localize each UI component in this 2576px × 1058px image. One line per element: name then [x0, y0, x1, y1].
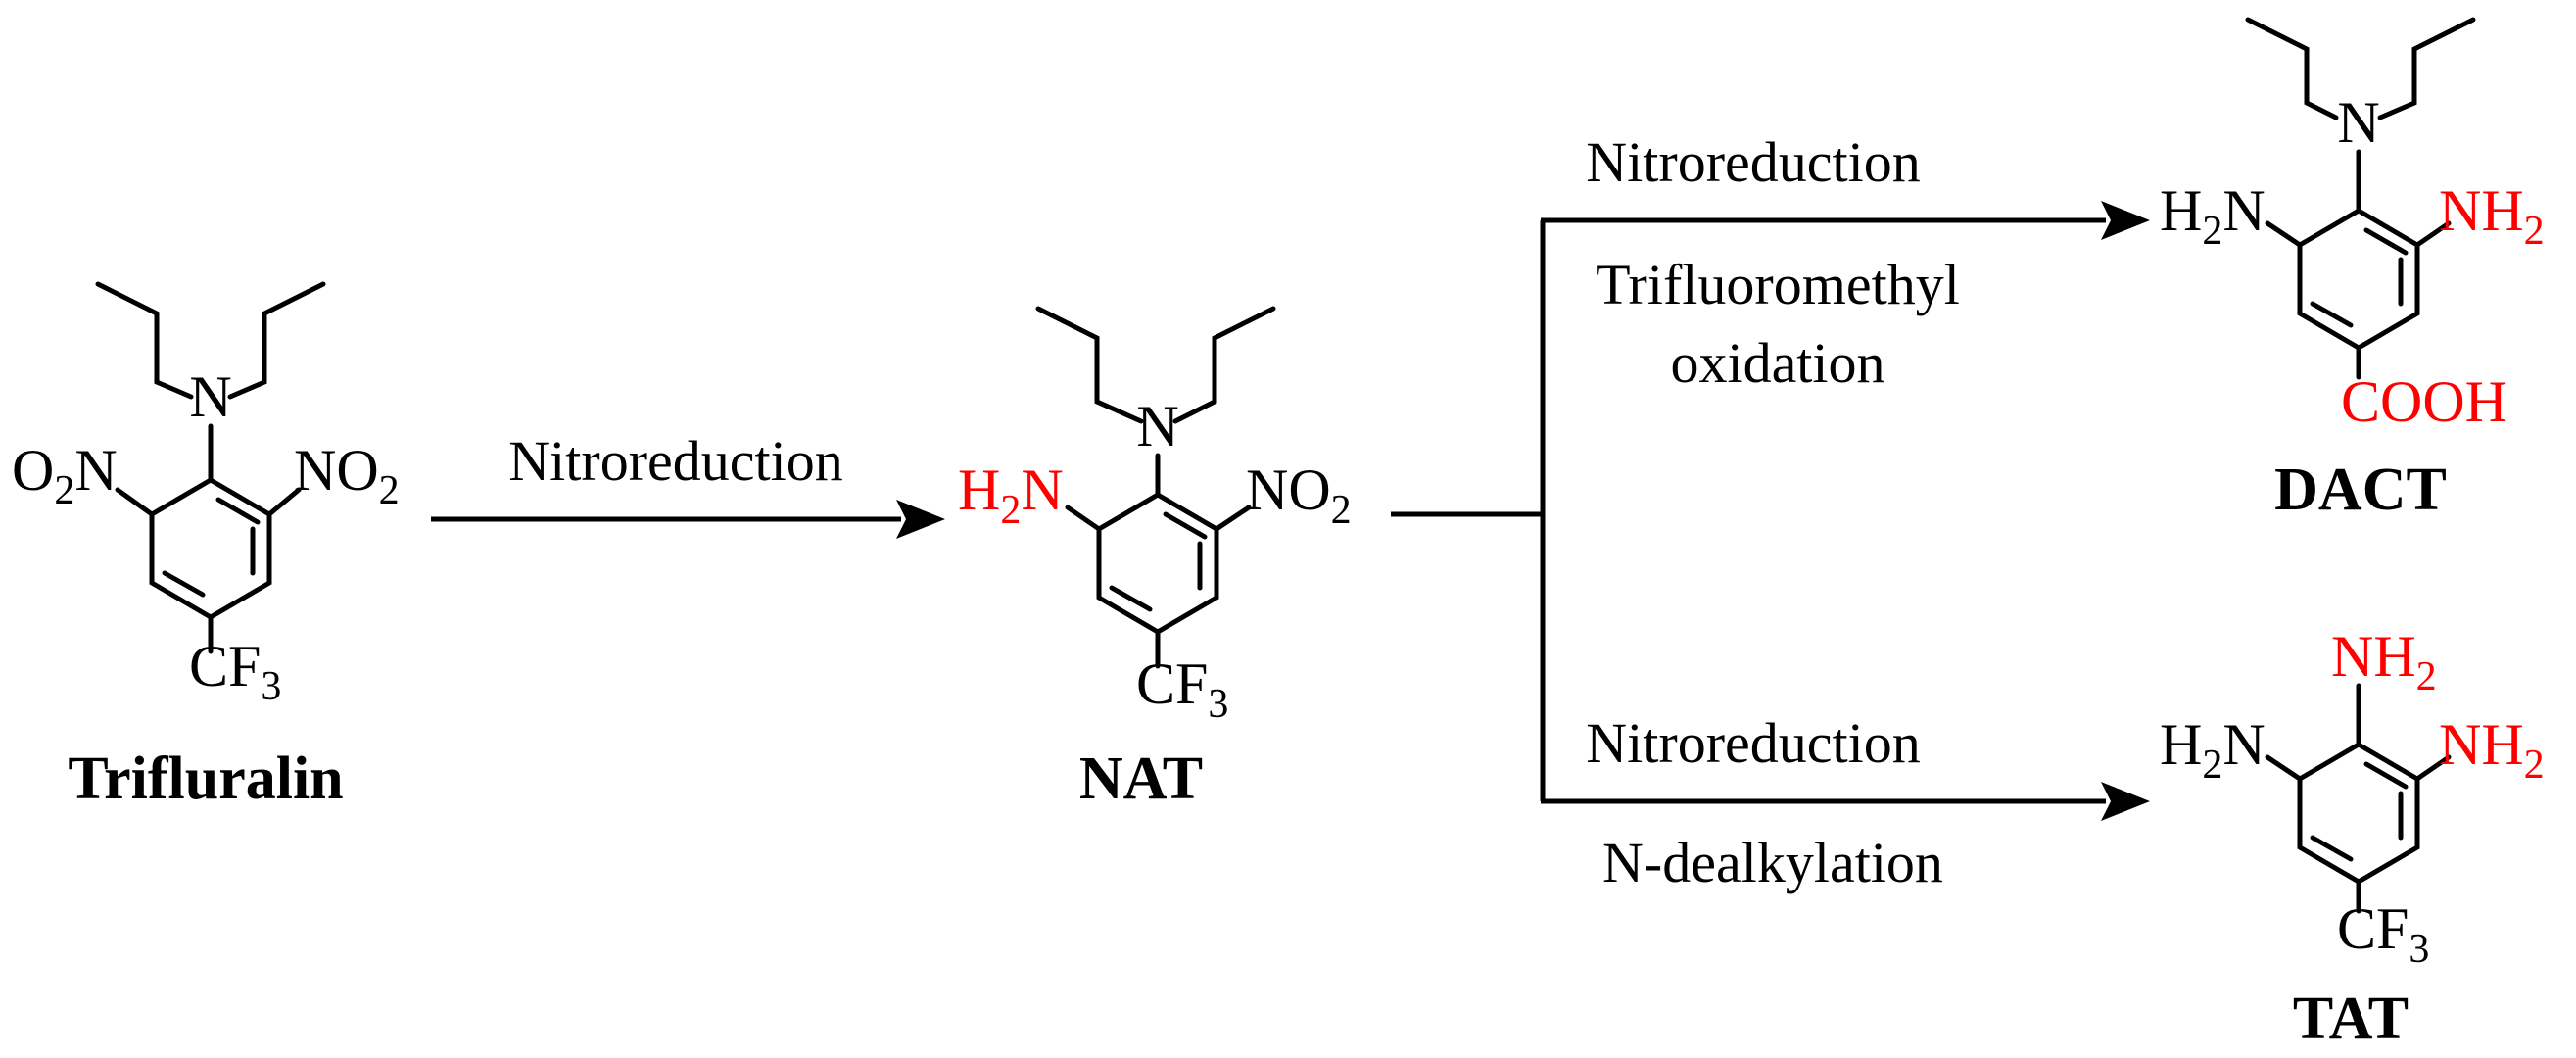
- nat-amine-n: N: [1136, 394, 1178, 458]
- molecule-nat: N H2N NO2 CF3 NAT: [958, 306, 1352, 812]
- trifluralin-bottom-group: CF3: [189, 634, 281, 709]
- step1-label: Nitroreduction: [508, 429, 842, 493]
- nat-right-group: NO2: [1246, 457, 1352, 533]
- dact-left-sub-bond: [2265, 220, 2303, 248]
- nat-right-sub-bond: [1214, 505, 1252, 532]
- arrow-step1-head: [896, 500, 945, 539]
- trifluralin-ring-double-bond: [162, 570, 206, 598]
- tat-ring-double-bond: [2310, 835, 2354, 862]
- nat-ring-double-bond: [1163, 511, 1208, 540]
- tat-top-group: NH2: [2331, 624, 2437, 699]
- arrow-upper-head: [2101, 201, 2150, 240]
- upper-label-1: Nitroreduction: [1586, 130, 1920, 194]
- dact-right-sub-bond: [2414, 220, 2452, 248]
- tat-bottom-group: CF3: [2337, 896, 2429, 972]
- dact-ring-double-bond: [2310, 301, 2354, 328]
- trifluralin-amine-n: N: [189, 364, 231, 429]
- dact-right-group: NH2: [2439, 178, 2545, 254]
- tat-name: TAT: [2293, 986, 2409, 1052]
- tat-right-sub-bond: [2414, 754, 2452, 782]
- trifluralin-right-sub-bond: [266, 487, 302, 517]
- dact-amine-n: N: [2337, 90, 2379, 155]
- dact-propyl-right-bond: [2377, 17, 2476, 120]
- reaction-branch: Nitroreduction Trifluoromethyl oxidation…: [1391, 130, 2150, 894]
- trifluralin-left-group: O2N: [12, 438, 118, 513]
- nat-propyl-right-bond: [1172, 306, 1276, 424]
- nat-name: NAT: [1079, 745, 1203, 812]
- molecule-tat: NH2 H2N NH2 CF3 TAT: [2160, 624, 2545, 1052]
- trifluralin-name: Trifluralin: [68, 745, 343, 812]
- tat-ring-double-bond: [2363, 761, 2409, 790]
- nat-left-sub-bond: [1065, 505, 1102, 532]
- trifluralin-left-sub-bond: [115, 487, 155, 517]
- dact-ring-double-bond: [2363, 227, 2409, 256]
- trifluralin-ring-double-bond: [215, 497, 261, 525]
- trifluralin-propyl-right-bond: [227, 281, 326, 400]
- upper-label-3: oxidation: [1670, 331, 1884, 395]
- tat-left-group: H2N: [2160, 712, 2266, 788]
- lower-label-2: N-dealkylation: [1602, 831, 1943, 894]
- molecule-dact: N H2N NH2 COOH DACT: [2160, 17, 2545, 523]
- nat-bottom-group: CF3: [1136, 651, 1228, 727]
- dact-bottom-group: COOH: [2341, 369, 2507, 434]
- molecule-trifluralin: N O2N NO2 CF3 Trifluralin: [12, 281, 400, 812]
- dact-name: DACT: [2274, 457, 2447, 523]
- dact-propyl-left-bond: [2245, 17, 2339, 120]
- dact-left-group: H2N: [2160, 178, 2266, 254]
- tat-right-group: NH2: [2439, 712, 2545, 788]
- nat-propyl-left-bond: [1035, 306, 1144, 424]
- arrow-lower-head: [2101, 782, 2150, 821]
- nat-left-group: H2N: [958, 457, 1064, 533]
- trifluralin-right-group: NO2: [294, 438, 400, 513]
- upper-label-2: Trifluoromethyl: [1596, 253, 1960, 316]
- reaction-arrow-step1: Nitroreduction: [431, 429, 945, 539]
- lower-label-1: Nitroreduction: [1586, 711, 1920, 775]
- tat-left-sub-bond: [2265, 754, 2303, 782]
- trifluralin-propyl-left-bond: [95, 281, 194, 400]
- nat-ring-double-bond: [1109, 585, 1153, 612]
